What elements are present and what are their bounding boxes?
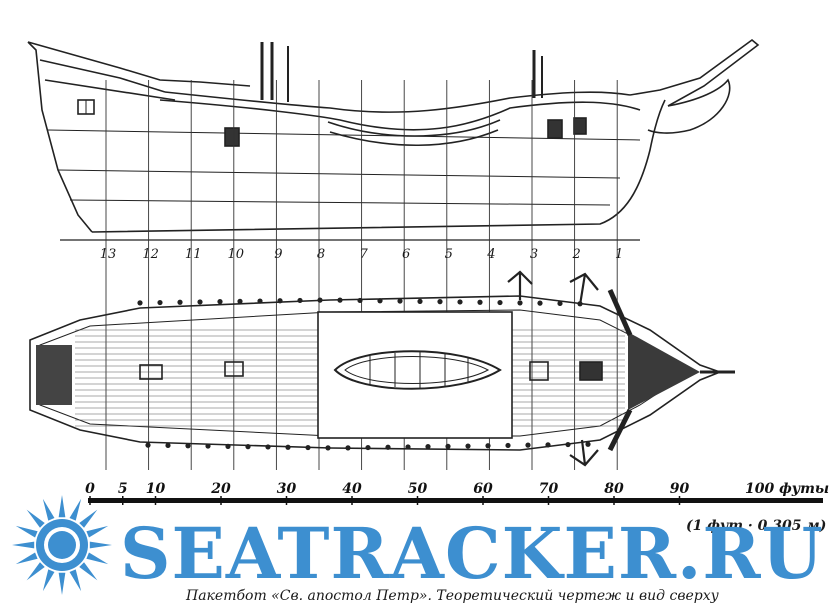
station-number: 11 bbox=[185, 247, 202, 262]
scale-tick-label: 80 bbox=[604, 481, 624, 497]
station-number: 5 bbox=[445, 247, 453, 262]
scale-tick-label: 50 bbox=[408, 481, 428, 497]
station-number: 4 bbox=[486, 247, 495, 262]
scale-tick-label: 90 bbox=[670, 481, 690, 497]
station-number: 6 bbox=[402, 247, 410, 262]
station-number: 8 bbox=[317, 247, 325, 262]
plan-view bbox=[29, 270, 735, 467]
watermark-text: SEATRACKER.RU bbox=[120, 512, 824, 595]
station-number: 13 bbox=[100, 247, 117, 262]
station-number: 12 bbox=[142, 247, 159, 262]
scale-tick-label: 0 bbox=[85, 481, 95, 497]
scale-tick-label: 5 bbox=[118, 481, 128, 497]
figure-caption: Пакетбот «Св. апостол Петр». Теоретическ… bbox=[185, 588, 720, 604]
scale-tick-label: 10 bbox=[146, 481, 166, 497]
scale-bar: 0 5 10 20 30 40 50 60 70 80 90 100 футы bbox=[85, 481, 829, 505]
scale-tick-label: 20 bbox=[210, 481, 231, 497]
scale-tick-label: 70 bbox=[539, 481, 559, 497]
station-number: 2 bbox=[571, 247, 580, 262]
station-number: 1 bbox=[615, 247, 623, 262]
station-number: 7 bbox=[359, 247, 368, 262]
station-number: 3 bbox=[530, 247, 538, 262]
station-number: 9 bbox=[274, 247, 282, 262]
station-number: 10 bbox=[228, 247, 245, 262]
scale-tick-label: 30 bbox=[277, 481, 297, 497]
scale-tick-label: 60 bbox=[473, 481, 493, 497]
watermark: SEATRACKER.RU bbox=[12, 495, 824, 595]
side-elevation bbox=[27, 38, 760, 241]
station-labels: 13 12 11 10 9 8 7 6 5 4 3 2 1 bbox=[100, 247, 624, 262]
sun-logo-icon bbox=[12, 495, 112, 595]
scale-end-label: 100 футы bbox=[745, 481, 829, 497]
unit-conversion-note: (1 фут · 0.305 м) bbox=[686, 518, 826, 534]
scale-tick-label: 40 bbox=[342, 481, 362, 497]
